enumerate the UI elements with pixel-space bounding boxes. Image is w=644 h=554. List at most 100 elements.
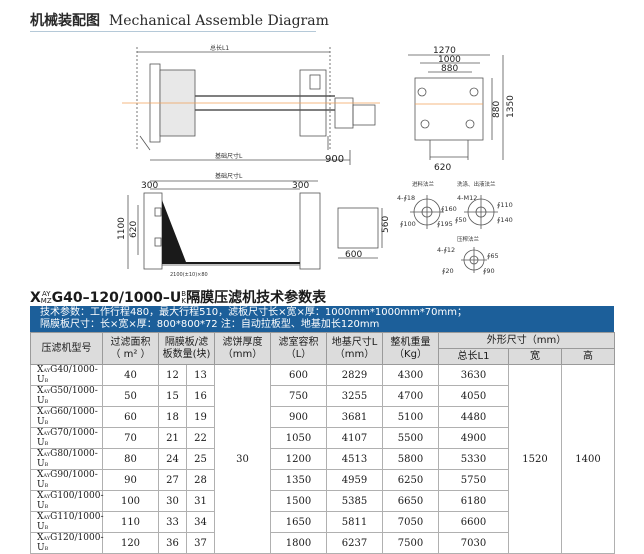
label-total-length: 总长L1: [210, 44, 229, 52]
cell-area: 90: [102, 469, 159, 491]
cell-model: XAYG40/1000-UB: [30, 364, 103, 386]
plan-head: [143, 192, 163, 270]
control-box: [309, 74, 321, 90]
port: [465, 119, 475, 129]
cell-model: XAYG70/1000-UB: [30, 427, 103, 449]
cell-area: 120: [102, 532, 159, 554]
model-name: G40/1000-U: [37, 365, 98, 385]
cell-plates: 16: [186, 385, 215, 407]
cell-base: 5811: [326, 511, 383, 533]
cell-diaphragm: 15: [158, 385, 187, 407]
title-main: G40–120/1000–U: [51, 290, 182, 306]
cell-model: XAYG90/1000-UB: [30, 469, 103, 491]
cell-plates: 37: [186, 532, 215, 554]
cylinder: [334, 97, 354, 129]
label-620p: 620: [129, 221, 139, 238]
flange-feed-holes: 4-∮18: [397, 194, 415, 202]
cell-base: 5385: [326, 490, 383, 512]
flange-feed-d3: ∮195: [437, 220, 453, 228]
flange-press-title: 压榨法兰: [457, 235, 480, 243]
cell-area: 110: [102, 511, 159, 533]
model-sub: AY: [43, 494, 51, 500]
cell-volume: 1800: [270, 532, 327, 554]
label-560: 560: [381, 216, 391, 233]
cell-diaphragm: 24: [158, 448, 187, 470]
model-prefix: X: [37, 449, 44, 459]
header-outer: 外形尺寸（mm）: [438, 332, 615, 349]
cell-area: 50: [102, 385, 159, 407]
cell-height: 1400: [561, 364, 615, 554]
cell-length: 6600: [438, 511, 509, 533]
header-base: 地基尺寸L（mm）: [326, 332, 383, 365]
model-sub-bk: B: [44, 525, 49, 531]
flange-press-holes: 4-∮12: [437, 246, 455, 254]
cell-weight: 6650: [382, 490, 439, 512]
model-sub-bk: B: [44, 504, 49, 510]
cell-area: 60: [102, 406, 159, 428]
header-volume: 滤室容积（L）: [270, 332, 327, 365]
port: [469, 87, 479, 97]
cell-plates: 13: [186, 364, 215, 386]
label-1100: 1100: [117, 217, 127, 240]
cell-base: 4107: [326, 427, 383, 449]
cell-volume: 1650: [270, 511, 327, 533]
cell-plates: 19: [186, 406, 215, 428]
cell-volume: 1350: [270, 469, 327, 491]
model-sub: AY: [43, 473, 51, 479]
cell-length: 4900: [438, 427, 509, 449]
model-prefix: X: [37, 365, 44, 375]
header-width: 宽: [508, 348, 562, 365]
title-ay: AY: [41, 290, 51, 298]
model-sub-bk: B: [44, 462, 49, 468]
cell-plates: 22: [186, 427, 215, 449]
plan-base-fill: [162, 200, 300, 264]
cell-length: 5330: [438, 448, 509, 470]
flange-press: [461, 247, 487, 273]
cell-diaphragm: 33: [158, 511, 187, 533]
hydraulic-station: [352, 104, 376, 126]
foundation-pad: [337, 207, 379, 249]
model-sub: AY: [43, 515, 51, 521]
model-sub: AY: [43, 410, 51, 416]
flange-feed: [410, 195, 444, 229]
header-total-length: 总长L1: [438, 348, 509, 365]
cell-model: XAYG100/1000-UB: [30, 490, 104, 512]
cell-length: 5750: [438, 469, 509, 491]
cell-width: 1520: [508, 364, 562, 554]
label-plan-small: 2100(±10)×80: [170, 272, 208, 278]
cell-plates: 34: [186, 511, 215, 533]
model-sub: AY: [43, 368, 51, 374]
bolt: [154, 237, 162, 247]
leg: [139, 135, 151, 151]
cell-model: XAYG80/1000-UB: [30, 448, 103, 470]
model-sub: AY: [43, 389, 51, 395]
cell-model: XAYG50/1000-UB: [30, 385, 103, 407]
cell-base: 2829: [326, 364, 383, 386]
model-sub: AY: [43, 536, 51, 542]
flange-feed-d1: ∮160: [441, 205, 457, 213]
model-prefix: X: [37, 407, 44, 417]
cell-volume: 750: [270, 385, 327, 407]
cell-area: 80: [102, 448, 159, 470]
cell-weight: 5800: [382, 448, 439, 470]
header-model: 压滤机型号: [30, 332, 103, 365]
title-k: K: [181, 297, 186, 305]
cell-length: 3630: [438, 364, 509, 386]
title-x: X: [30, 290, 41, 306]
cell-length: 7030: [438, 532, 509, 554]
front-view: [122, 47, 380, 165]
model-name: G90/1000-U: [37, 470, 98, 490]
label-plan-base: 基础尺寸L: [215, 172, 243, 180]
flange-out: [464, 195, 498, 229]
cell-base: 3681: [326, 406, 383, 428]
cell-length: 6180: [438, 490, 509, 512]
